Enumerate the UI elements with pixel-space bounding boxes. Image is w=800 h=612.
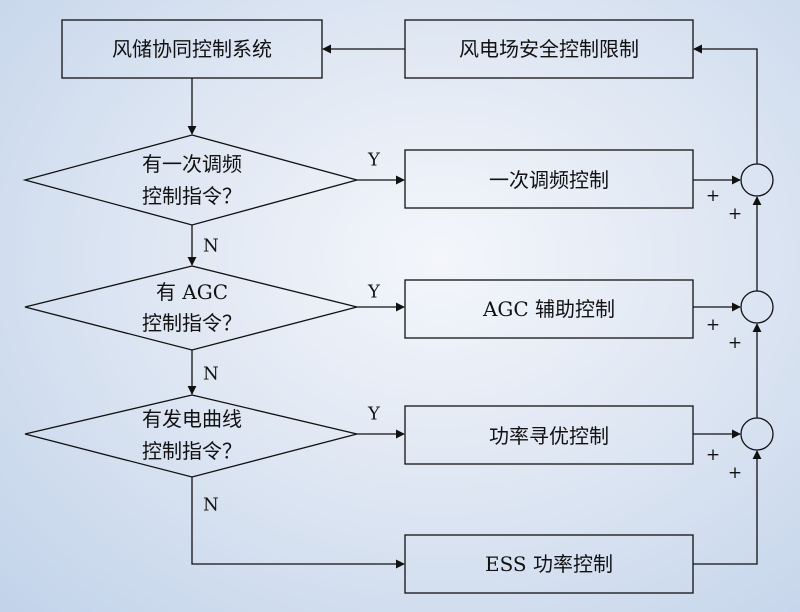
plus-sign-2a: + (706, 315, 720, 335)
primary-freq-box (404, 149, 694, 209)
agc-aux-box (404, 279, 694, 339)
plus-sign-1a: + (706, 186, 720, 206)
decision-agc (24, 265, 358, 351)
decision-primary-freq (22, 134, 360, 226)
no-label-1: N (203, 236, 219, 257)
ess-power-label: ESS 功率控制 (485, 552, 613, 576)
yes-label-2: Y (367, 282, 381, 303)
plus-sign-2b: + (728, 333, 742, 353)
arrow-sum1-to-safety (693, 44, 758, 164)
yes-label-1: Y (367, 150, 381, 171)
sum-junction-3 (740, 417, 774, 451)
agc-aux-label: AGC 辅助控制 (482, 297, 615, 321)
sum-junction-1 (740, 163, 774, 197)
decision-agc-line2: 控制指令？ (142, 311, 242, 335)
no-label-2: N (203, 364, 219, 385)
decision-primary-freq-line1: 有一次调频 (142, 152, 242, 176)
sum-junction-2 (740, 290, 774, 324)
primary-freq-label: 一次调频控制 (489, 168, 609, 192)
wind-farm-safety-label: 风电场安全控制限制 (459, 37, 639, 61)
no-label-3: N (203, 495, 219, 516)
coordination-system-label: 风储协同控制系统 (112, 37, 272, 61)
arrow-ess-to-sum3 (693, 450, 762, 565)
decision-curve-line2: 控制指令？ (142, 439, 242, 463)
decision-agc-line1: 有 AGC (156, 280, 228, 304)
decision-curve-line1: 有发电曲线 (142, 407, 242, 431)
power-opt-box (404, 405, 694, 465)
plus-sign-3b: + (728, 463, 742, 483)
power-opt-label: 功率寻优控制 (489, 424, 609, 448)
plus-sign-3a: + (706, 445, 720, 465)
yes-label-3: Y (367, 404, 381, 425)
arrow-decision3-to-ess (191, 477, 405, 569)
decision-primary-freq-line2: 控制指令？ (142, 184, 242, 208)
plus-sign-1b: + (728, 204, 742, 224)
